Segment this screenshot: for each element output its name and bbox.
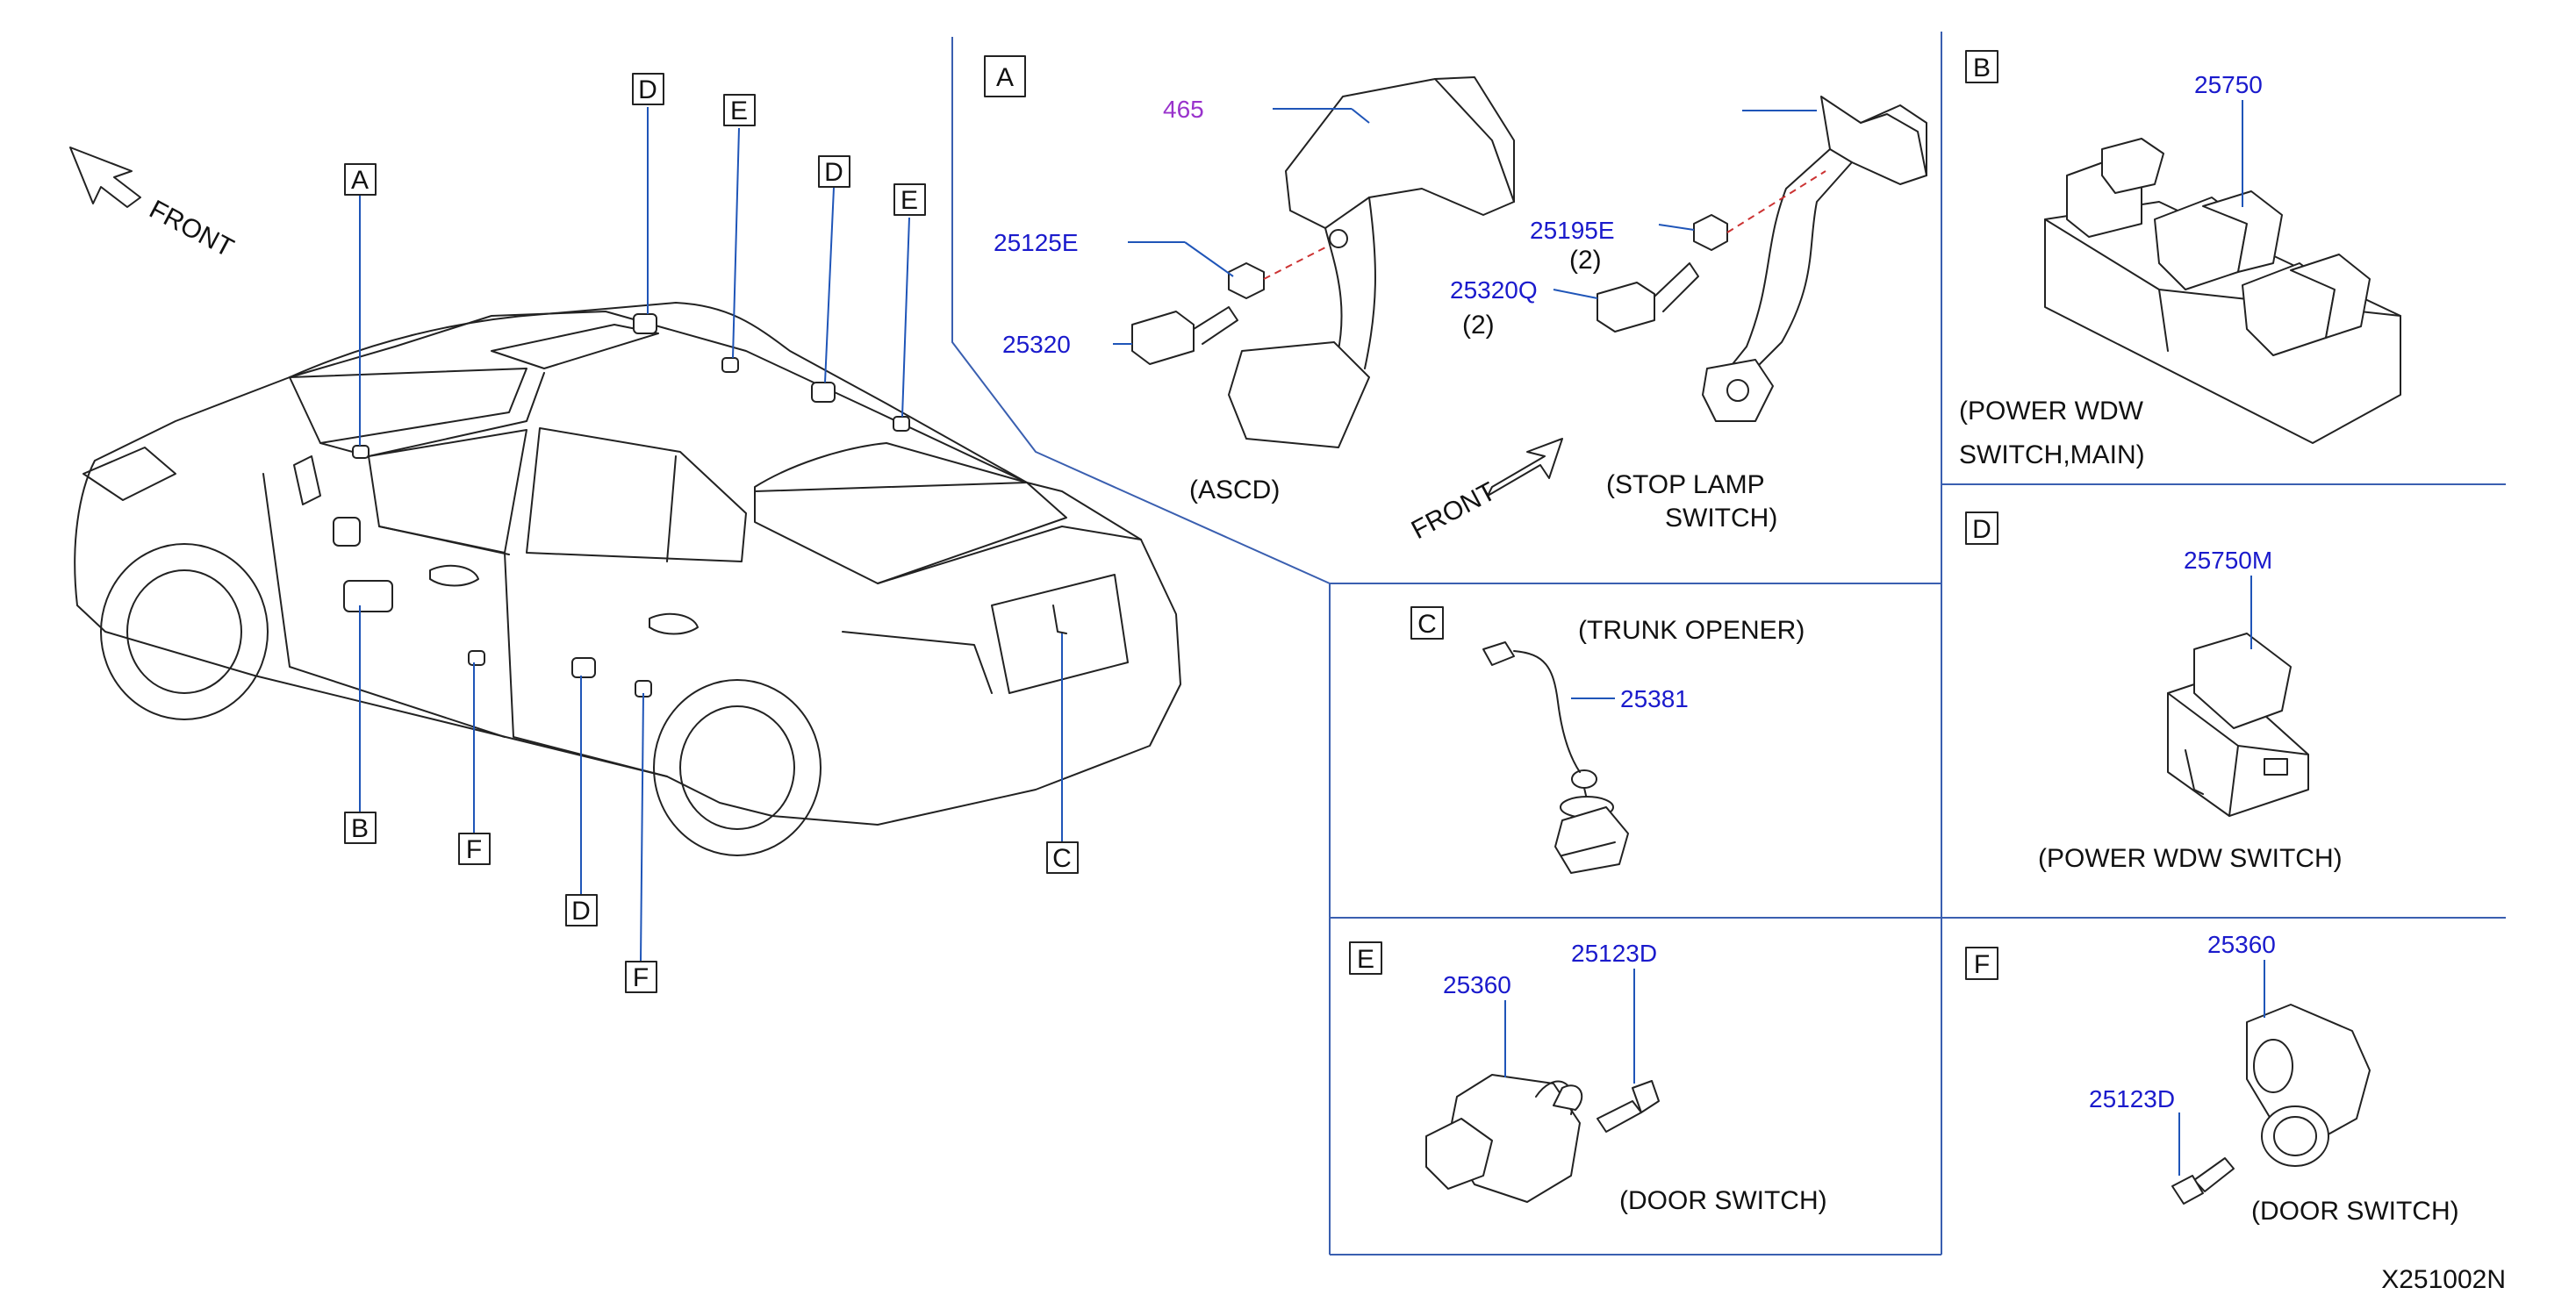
svg-text:F: F <box>633 963 649 992</box>
panel-c: C (TRUNK OPENER) 25381 <box>1410 606 1805 874</box>
svg-text:E: E <box>730 97 748 125</box>
panel-e: E 25123D 25360 (DOOR SWITCH) <box>1349 940 1827 1215</box>
part-25360-f: 25360 <box>2207 931 2276 958</box>
stop-lamp-caption-1: (STOP LAMP <box>1606 470 1765 499</box>
part-25195e: 25195E <box>1530 217 1615 244</box>
callout-box-d-overview-3: D <box>565 894 598 926</box>
part-25195e-qty: (2) <box>1569 246 1602 275</box>
part-25320q-qty: (2) <box>1462 311 1495 340</box>
panel-d-letter-box: D <box>1965 512 1998 545</box>
panel-a: A <box>984 55 1927 546</box>
svg-text:E: E <box>901 186 918 215</box>
door-switch-e-drawing <box>1425 1074 1660 1203</box>
svg-text:D: D <box>824 158 843 187</box>
svg-text:A: A <box>351 166 369 195</box>
door-switch-e-caption: (DOOR SWITCH) <box>1619 1186 1827 1215</box>
svg-text:B: B <box>1973 54 1991 82</box>
part-25381: 25381 <box>1620 685 1689 712</box>
svg-text:A: A <box>996 63 1014 92</box>
svg-text:F: F <box>1974 950 1990 979</box>
ascd-pedal-drawing <box>1131 76 1515 448</box>
panel-b: B 25750 (POWER WDW SWITCH,MAIN) <box>1959 50 2401 469</box>
part-465: 465 <box>1163 96 1204 123</box>
ascd-caption: (ASCD) <box>1189 476 1280 504</box>
svg-text:F: F <box>466 835 482 864</box>
callout-box-f-overview-1: F <box>458 833 491 865</box>
power-wdw-main-caption-1: (POWER WDW <box>1959 397 2144 426</box>
part-25320: 25320 <box>1002 331 1071 358</box>
overview-leaders <box>359 107 1063 962</box>
part-25360-e: 25360 <box>1443 971 1511 998</box>
svg-text:D: D <box>1972 515 1991 544</box>
callout-box-e-overview-1: E <box>723 94 756 126</box>
front-arrow-panel-a: FRONT <box>1407 438 1563 546</box>
panel-d: D 25750M (POWER WDW SWITCH) <box>1965 512 2343 873</box>
callout-box-f-overview-2: F <box>625 961 657 993</box>
svg-text:C: C <box>1052 844 1072 873</box>
part-25320q: 25320Q <box>1450 276 1538 304</box>
callout-box-d-overview-1: D <box>632 73 664 105</box>
door-switch-f-caption: (DOOR SWITCH) <box>2251 1197 2459 1226</box>
panel-c-letter-box: C <box>1410 606 1444 640</box>
part-25750m: 25750M <box>2184 547 2272 574</box>
part-25750: 25750 <box>2194 71 2263 98</box>
front-label-panel-a: FRONT <box>1407 477 1501 546</box>
panel-a-leaders <box>1113 108 1817 345</box>
car-overview <box>74 302 1181 856</box>
door-switch-f-drawing <box>2171 1004 2371 1205</box>
overview-callouts: A D E D E B F D F C <box>344 73 1079 993</box>
stop-lamp-pedal-drawing <box>1597 96 1927 422</box>
trunk-opener-drawing <box>1482 641 1629 874</box>
power-window-switch-drawing <box>2167 633 2309 817</box>
callout-box-e-overview-2: E <box>893 183 926 216</box>
callout-box-b-overview: B <box>344 812 377 844</box>
power-wdw-caption: (POWER WDW SWITCH) <box>2038 844 2343 873</box>
front-label-overview: FRONT <box>145 195 239 263</box>
trunk-opener-caption: (TRUNK OPENER) <box>1578 616 1805 645</box>
svg-text:B: B <box>351 814 369 843</box>
panel-b-letter-box: B <box>1965 50 1998 83</box>
power-wdw-main-caption-2: SWITCH,MAIN) <box>1959 440 2145 469</box>
svg-text:E: E <box>1357 945 1374 974</box>
diagram-code: X251002N <box>2381 1265 2506 1294</box>
callout-box-a-overview: A <box>344 163 377 196</box>
part-25125e: 25125E <box>994 229 1079 256</box>
svg-text:D: D <box>638 75 657 104</box>
part-25123d-e: 25123D <box>1571 940 1657 967</box>
callout-box-c-overview: C <box>1046 841 1079 874</box>
front-arrow-overview: FRONT <box>69 147 239 263</box>
stop-lamp-caption-2: SWITCH) <box>1665 504 1777 533</box>
panel-f-letter-box: F <box>1965 947 1998 980</box>
panel-f: F 25360 25123D (DOOR SWITCH) <box>1965 931 2459 1226</box>
svg-text:D: D <box>571 897 591 926</box>
power-window-main-switch-drawing <box>2044 138 2401 444</box>
callout-box-d-overview-2: D <box>818 155 850 188</box>
panel-dividers <box>951 32 2506 1256</box>
part-25123d-f: 25123D <box>2089 1085 2175 1112</box>
panel-a-letter-box: A <box>984 55 1026 97</box>
svg-text:C: C <box>1417 610 1437 639</box>
panel-e-letter-box: E <box>1349 941 1382 975</box>
